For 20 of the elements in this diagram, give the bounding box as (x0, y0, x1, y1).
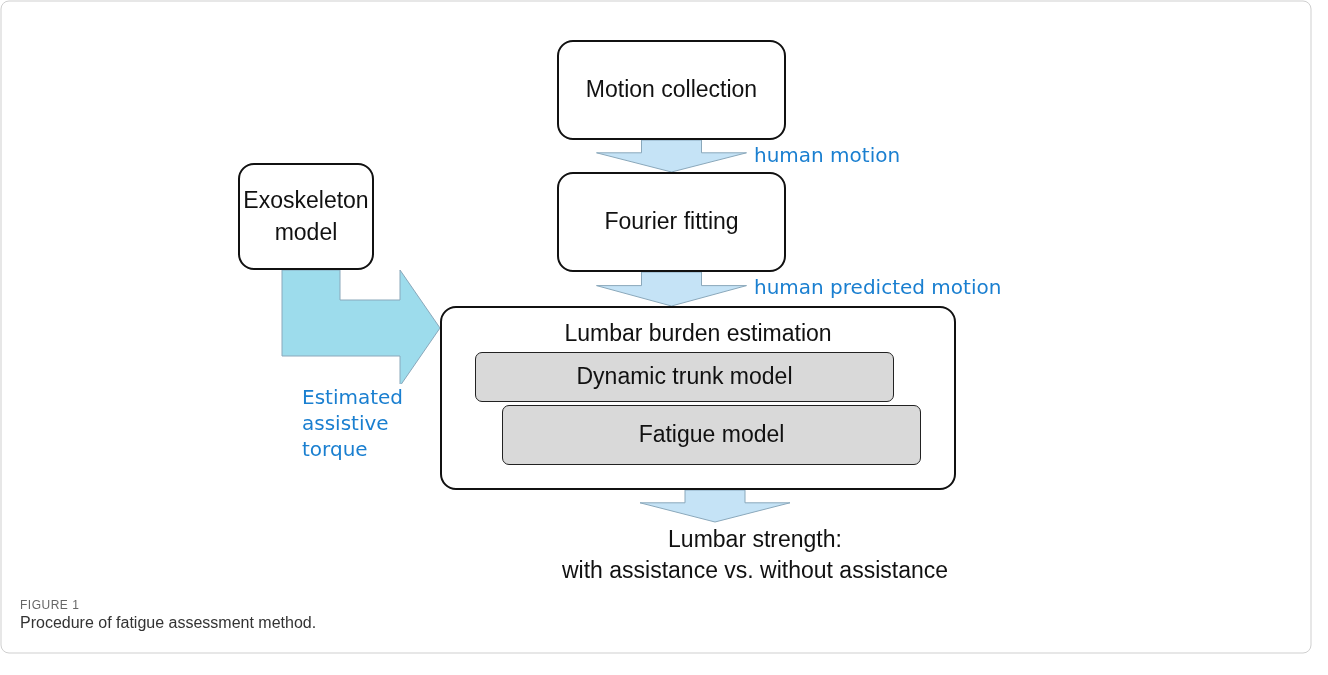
process-box (440, 306, 956, 490)
process-box (238, 163, 374, 270)
block-arrow (596, 139, 747, 173)
process-box (557, 172, 786, 272)
figure-caption: Procedure of fatigue assessment method. (20, 614, 317, 632)
model-box (502, 405, 921, 465)
node-text: Fatigue model (637, 420, 786, 450)
node-text: Exoskeleton model (242, 186, 370, 247)
node-text: Dynamic trunk model (575, 362, 794, 392)
group-heading: Lumbar burden estimation (563, 319, 833, 348)
process-box (557, 40, 786, 140)
node-text: Fourier fitting (603, 207, 740, 237)
result-text: Lumbar strength: (668, 524, 842, 554)
model-box (475, 352, 894, 402)
result-text: with assistance vs. without assistance (561, 556, 949, 585)
block-arrow (639, 489, 791, 523)
block-arrow (596, 271, 747, 307)
figure-number: FIGURE 1 (20, 598, 80, 612)
node-text: Motion collection (584, 75, 759, 105)
block-arrow (281, 269, 441, 387)
